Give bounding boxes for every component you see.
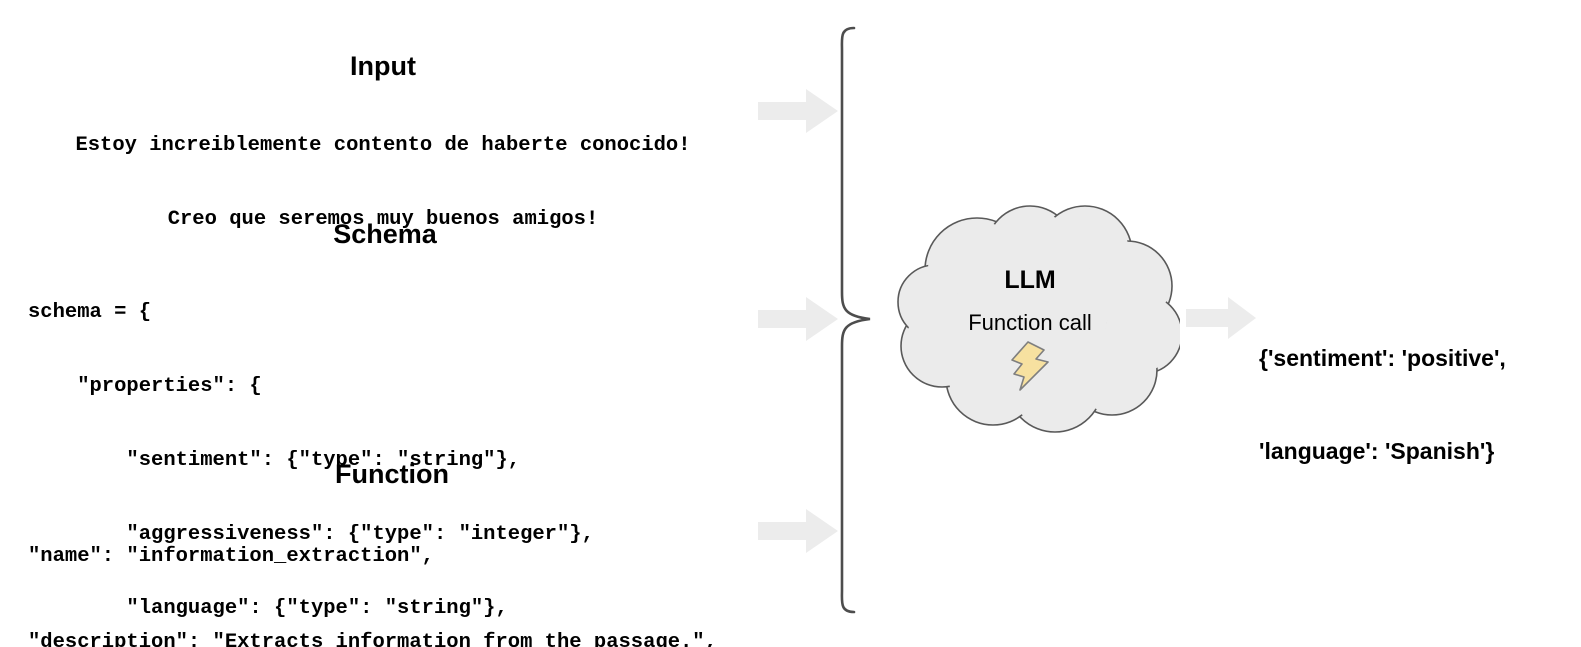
input-text-line: Estoy increiblemente contento de haberte… — [75, 134, 691, 157]
lightning-bolt-icon — [1008, 340, 1056, 392]
function-code-line: "name": "information_extraction", — [28, 545, 434, 568]
output-result-line: 'language': 'Spanish'} — [1259, 438, 1495, 464]
schema-arrow — [758, 297, 838, 341]
output-result: {'sentiment': 'positive', 'language': 'S… — [1259, 281, 1579, 529]
schema-code-line: "sentiment": {"type": "string"}, — [28, 449, 521, 472]
llm-cloud — [880, 198, 1183, 434]
schema-code-line: schema = { — [28, 301, 152, 324]
llm-title: LLM — [1004, 266, 1056, 294]
schema-code-block: schema = { "properties": { "sentiment": … — [28, 253, 788, 647]
schema-heading: Schema — [333, 219, 437, 249]
input-text-line: Creo que seremos muy buenos amigos! — [167, 208, 599, 231]
schema-code-line: "properties": { — [28, 375, 262, 398]
grouping-brace — [828, 20, 884, 630]
input-arrow — [758, 89, 838, 133]
schema-code-line: "language": {"type": "string"}, — [28, 597, 508, 620]
function-heading: Function — [335, 459, 449, 489]
input-heading: Input — [350, 51, 416, 81]
output-arrow — [1186, 297, 1256, 339]
function-code-block: "name": "information_extraction", "descr… — [28, 491, 788, 647]
function-arrow — [758, 509, 838, 553]
function-code-line: "description": "Extracts information fro… — [28, 631, 717, 647]
input-text-block: Estoy increiblemente contento de haberte… — [28, 86, 738, 280]
llm-subtitle: Function call — [968, 310, 1092, 335]
schema-code-line: "aggressiveness": {"type": "integer"}, — [28, 523, 594, 546]
output-result-line: {'sentiment': 'positive', — [1259, 345, 1506, 371]
